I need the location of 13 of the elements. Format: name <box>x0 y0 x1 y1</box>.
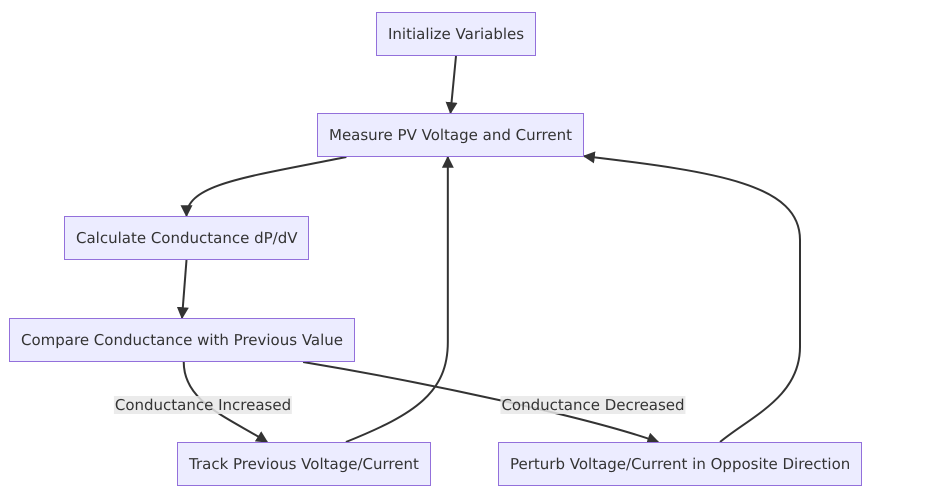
edge-label: Conductance Decreased <box>500 396 686 414</box>
arrow <box>446 56 458 114</box>
process-box: Calculate Conductance dP/dV <box>64 216 310 260</box>
edge-label: Conductance Increased <box>114 396 292 414</box>
process-box: Track Previous Voltage/Current <box>177 442 431 486</box>
arrow <box>182 156 347 218</box>
process-box: Compare Conductance with Previous Value <box>9 318 356 362</box>
process-box: Perturb Voltage/Current in Opposite Direction <box>498 442 862 486</box>
arrow <box>176 260 189 320</box>
arrow <box>582 151 801 443</box>
arrow <box>346 156 454 443</box>
process-box: Measure PV Voltage and Current <box>317 113 584 157</box>
process-box: Initialize Variables <box>376 12 536 56</box>
